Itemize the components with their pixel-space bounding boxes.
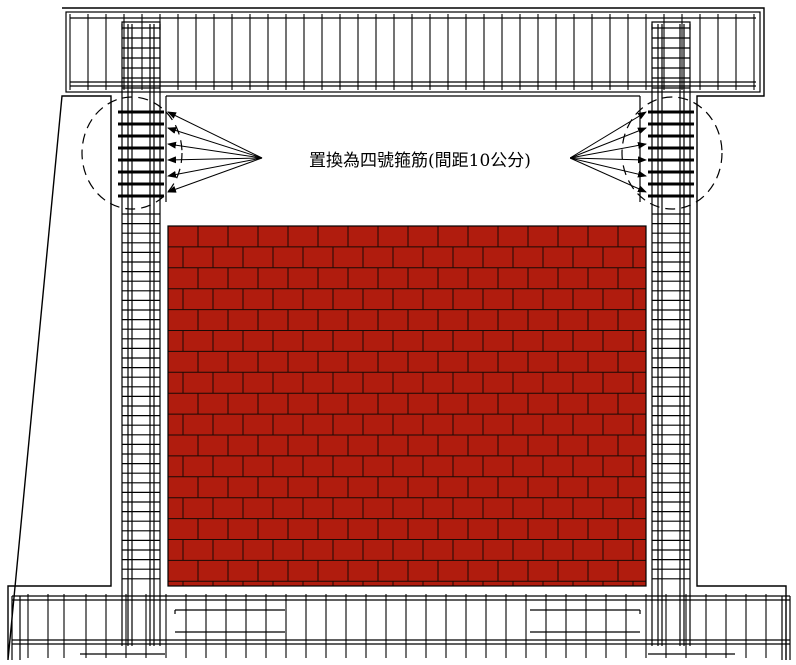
right-dashed-callout-icon (621, 96, 723, 210)
replaced-stirrups (118, 110, 694, 198)
frame-outline (7, 7, 787, 661)
beam-stirrups (69, 14, 755, 90)
right-column-rebar (651, 21, 691, 646)
footing-rebar (11, 595, 791, 660)
top-beam-rebar (65, 11, 761, 93)
leader-arrows-right (569, 111, 647, 193)
stirrup-replacement-label: 置換為四號箍筋(間距10公分) (270, 148, 570, 174)
brick-infill-wall (168, 226, 646, 586)
footing-stirrups (27, 594, 767, 658)
left-column-rebar (121, 21, 161, 646)
leader-arrows-left (167, 111, 263, 193)
left-dashed-callout-icon (81, 96, 183, 210)
